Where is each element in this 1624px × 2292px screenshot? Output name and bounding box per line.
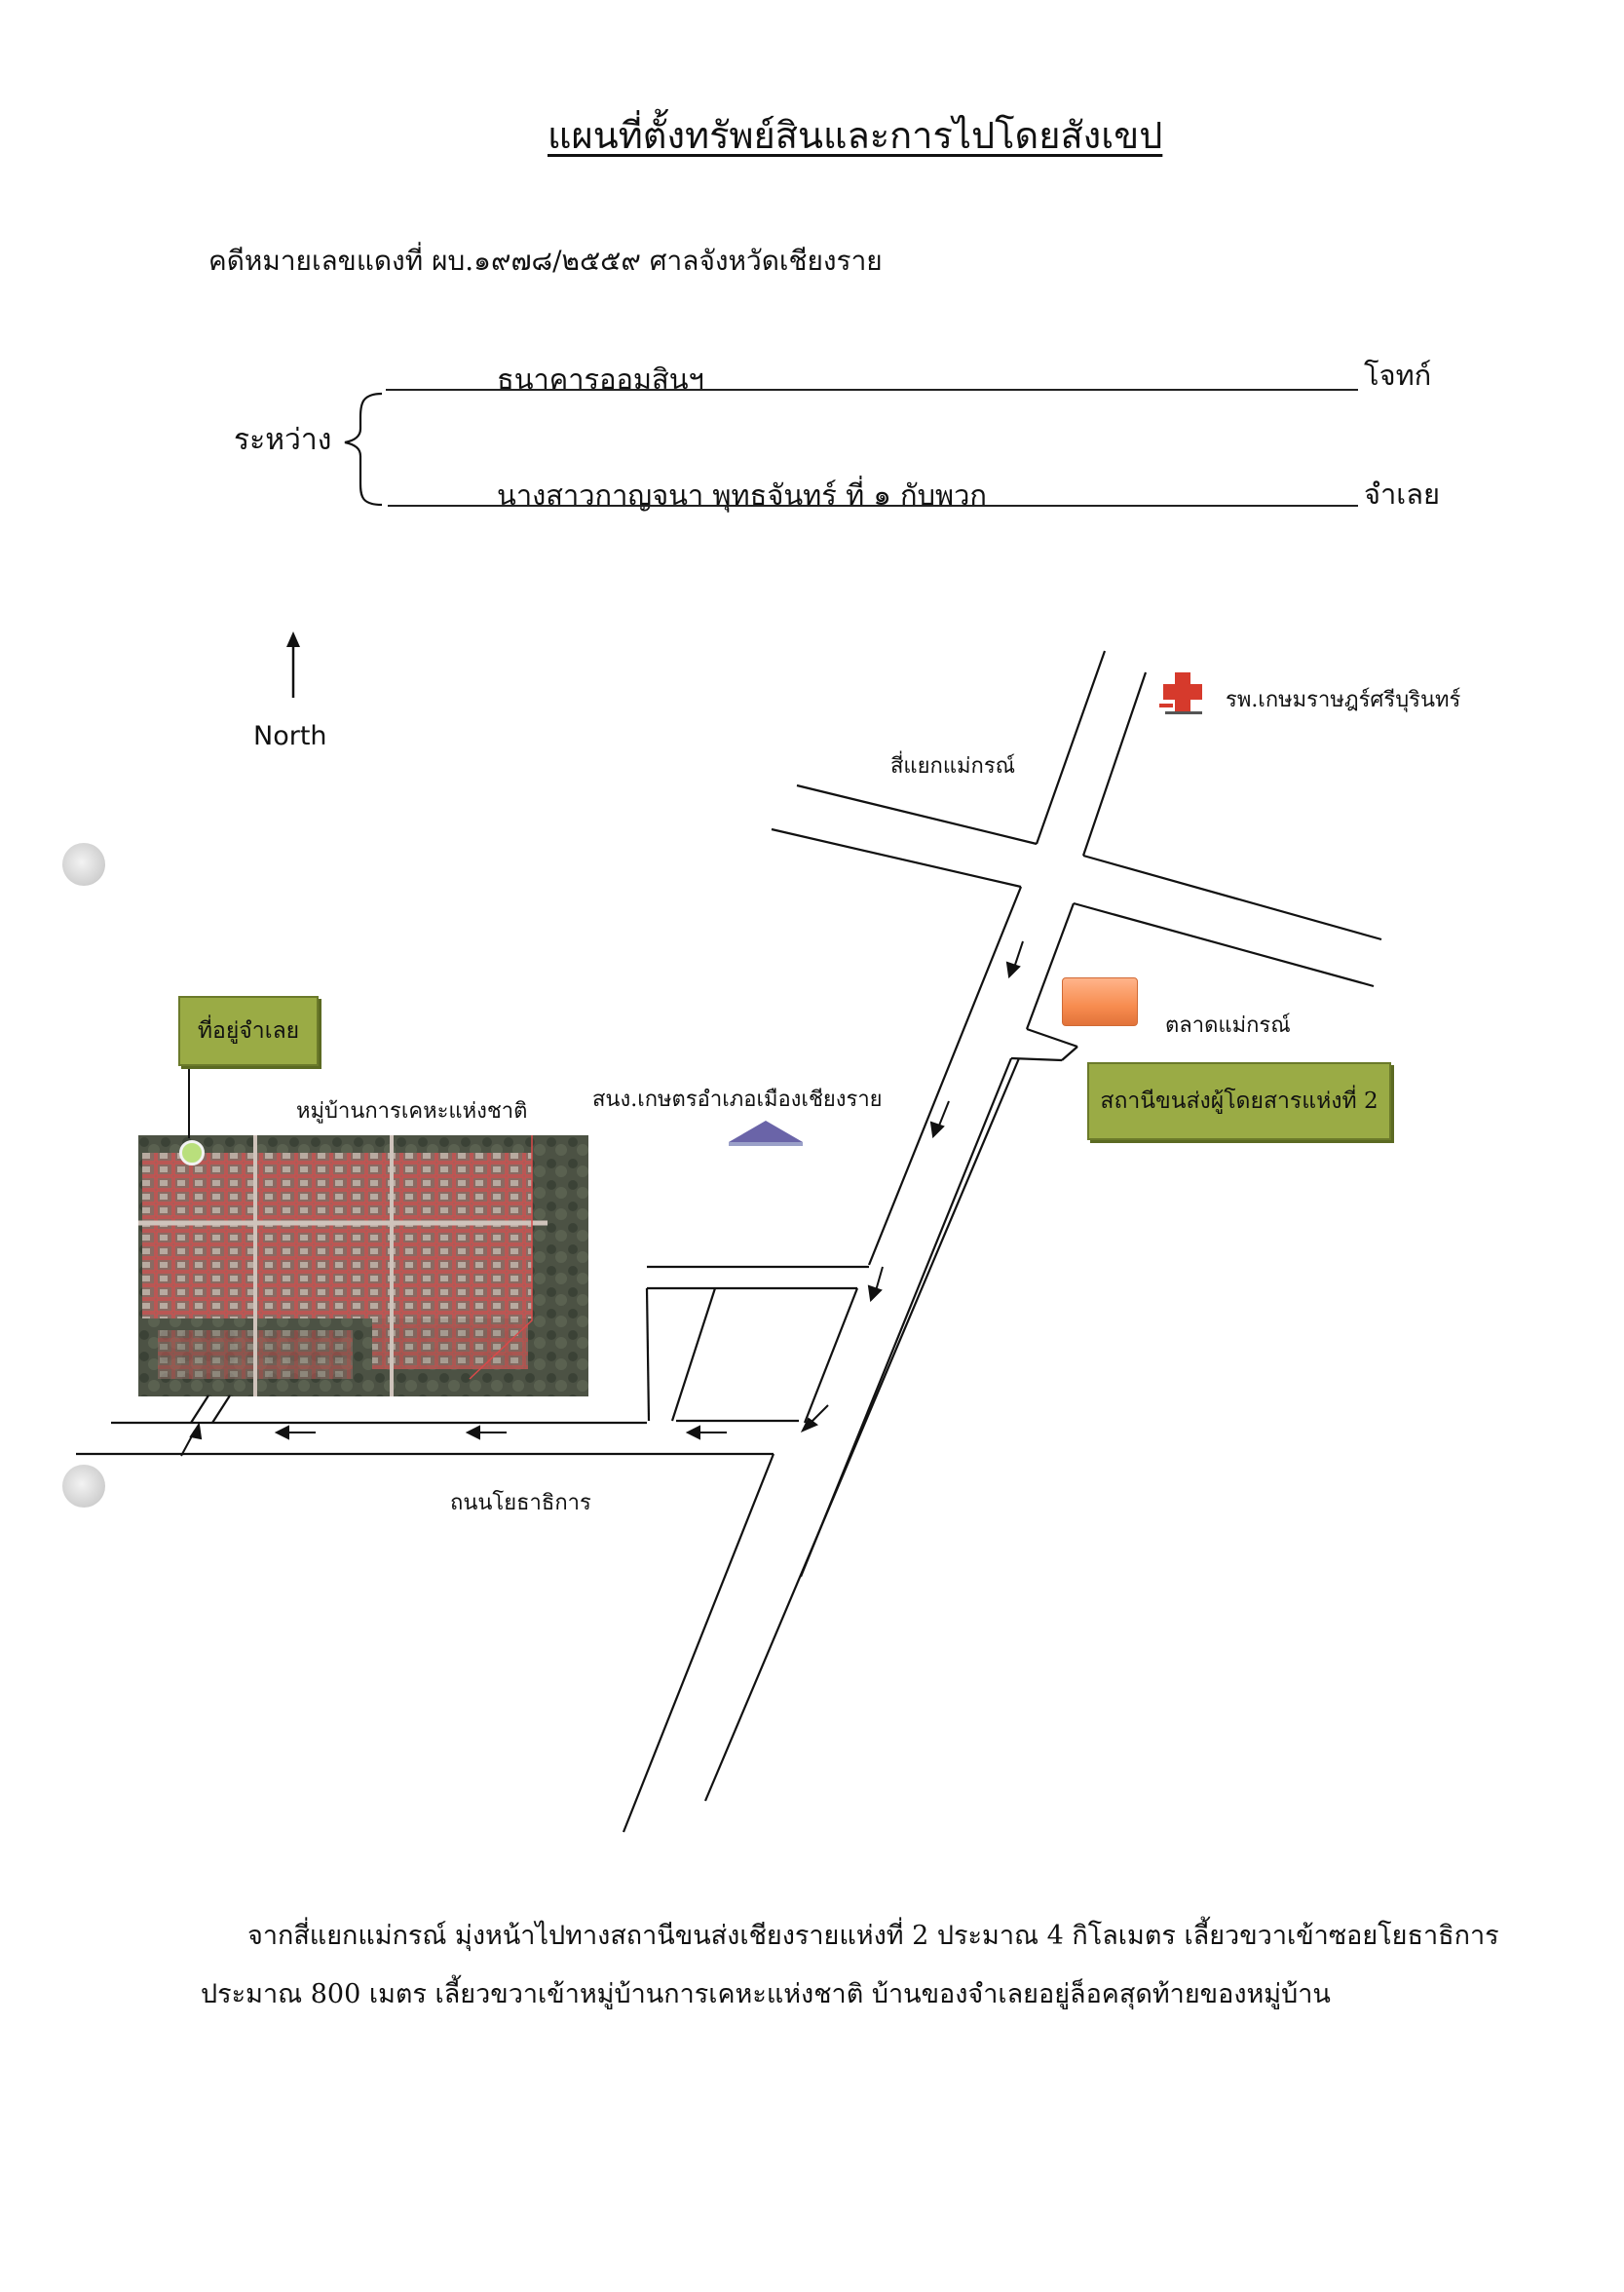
defendant-underline	[388, 505, 1358, 507]
punch-hole-top	[62, 843, 105, 886]
directions-line-1: จากสี่แยกแม่กรณ์ มุ่งหน้าไปทางสถานีขนส่ง…	[247, 1921, 1499, 1951]
bus-station-sign: สถานีขนส่งผู้โดยสารแห่งที่ 2	[1087, 1062, 1391, 1140]
hospital-label: รพ.เกษมราษฎร์ศรีบุรินทร์	[1226, 688, 1461, 712]
punch-hole-bottom	[62, 1465, 105, 1508]
village-satellite-image	[138, 1135, 588, 1396]
agri-office-label: สนง.เกษตรอำเภอเมืองเชียงราย	[592, 1088, 883, 1112]
market-building-icon	[1062, 977, 1138, 1026]
market-label: ตลาดแม่กรณ์	[1165, 1013, 1291, 1038]
defendant-role: จำเลย	[1364, 478, 1440, 511]
defendant-address-sign-label: ที่อยู่จำเลย	[197, 1018, 300, 1044]
case-number-line: คดีหมายเลขแดงที่ ผบ.๑๙๗๘/๒๕๕๙ ศาลจังหวัด…	[208, 245, 883, 277]
intersection-label: สี่แยกแม่กรณ์	[890, 754, 1016, 779]
defendant-name: นางสาวกาญจนา พุทธจันทร์ ที่ ๑ กับพวก	[497, 478, 987, 512]
defendant-address-sign: ที่อยู่จำเลย	[178, 996, 319, 1066]
plaintiff-underline	[386, 389, 1358, 391]
village-label: หมู่บ้านการเคหะแห่งชาติ	[296, 1099, 528, 1124]
directions-line-2: ประมาณ 800 เมตร เลี้ยวขวาเข้าหมู่บ้านการ…	[201, 1979, 1331, 2009]
bus-station-sign-label: สถานีขนส่งผู้โดยสารแห่งที่ 2	[1100, 1089, 1379, 1114]
north-label: North	[253, 721, 327, 751]
document-title: แผนที่ตั้งทรัพย์สินและการไปโดยสังเขป	[548, 114, 1163, 157]
between-label: ระหว่าง	[234, 423, 332, 457]
plaintiff-role: โจทก์	[1364, 359, 1432, 392]
road-label: ถนนโยธาธิการ	[450, 1491, 591, 1515]
plaintiff-name: ธนาคารออมสินฯ	[497, 363, 704, 396]
defendant-location-pin-icon	[179, 1140, 205, 1165]
